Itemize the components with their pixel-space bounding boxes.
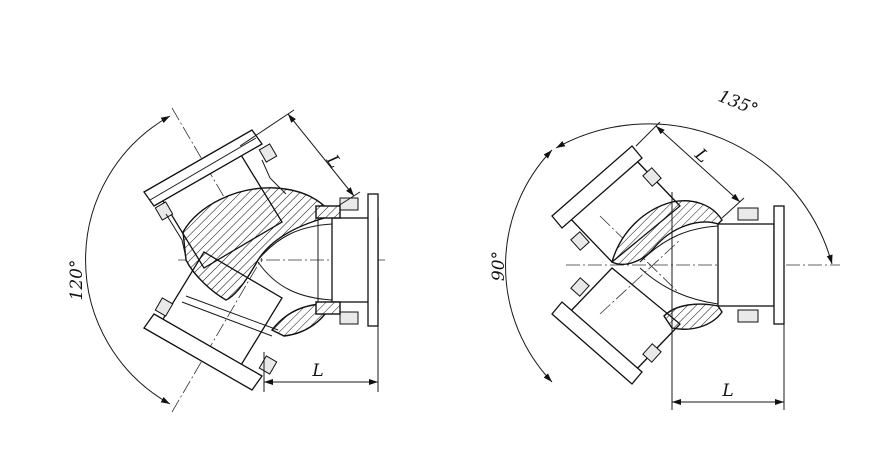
left-upper-flange-face xyxy=(149,137,257,201)
left-upper-neck xyxy=(165,213,187,259)
right-tee-drawing: 90° 135° L L xyxy=(489,86,840,410)
left-inner-bore-lower xyxy=(257,261,333,301)
left-outlet-flange xyxy=(367,193,379,327)
right-horiz-length-label: L xyxy=(721,381,733,401)
right-lower-flange-bolt-b xyxy=(642,343,662,363)
right-diag-extension-b xyxy=(721,197,745,219)
left-body-shell xyxy=(182,187,334,301)
right-body-shell xyxy=(611,200,723,266)
right-outlet-flange-bolt-top xyxy=(737,207,759,221)
left-upper-neck-2 xyxy=(261,159,287,195)
left-lower-flange xyxy=(143,313,263,391)
left-lower-pipe-line-b xyxy=(181,301,273,337)
left-diag-length-label: L xyxy=(321,151,344,173)
left-outlet-collar-top xyxy=(315,205,341,219)
right-outlet-flange-bolt-bottom xyxy=(737,309,759,323)
right-angle-label-135: 135° xyxy=(715,86,760,120)
left-upper-flange xyxy=(143,129,263,207)
left-diag-extension-a xyxy=(239,109,295,147)
right-angle-label-90: 90° xyxy=(489,251,509,281)
left-horiz-length-label: L xyxy=(311,361,323,381)
left-diag-extension-b xyxy=(337,191,361,207)
left-outlet-collar-bottom xyxy=(315,301,341,315)
left-outlet-flange-bolt-bottom xyxy=(339,311,359,325)
right-outlet-flange xyxy=(773,205,785,325)
right-lower-flange-bolt-a xyxy=(570,277,590,297)
left-diag-dimension-line xyxy=(287,113,355,197)
left-outlet-flange-bolt-top xyxy=(339,197,359,211)
left-lower-centerline xyxy=(171,257,263,413)
right-inner-bore-lower xyxy=(639,267,719,305)
left-lower-flange-bolt-b xyxy=(258,355,278,375)
right-body-shell-lower xyxy=(663,303,723,330)
left-angle-arc xyxy=(85,115,171,405)
right-angle-arc-90 xyxy=(505,149,553,383)
left-angle-label: 120° xyxy=(67,260,87,301)
left-upper-flange-bolt-b xyxy=(258,143,278,163)
right-lower-flange xyxy=(551,301,643,385)
left-tee-drawing: 120° L L xyxy=(67,107,385,413)
left-lower-pipe-line-a xyxy=(185,295,279,331)
right-diag-extension-a xyxy=(635,121,661,147)
left-inner-bore-upper xyxy=(257,223,333,261)
left-upper-centerline xyxy=(171,107,263,263)
right-upper-flange xyxy=(551,145,643,229)
right-diag-dimension-line xyxy=(655,125,741,203)
right-diag-length-label: L xyxy=(690,144,713,167)
left-upper-flange-bolt-a xyxy=(154,201,174,221)
left-lower-flange-bolt-a xyxy=(154,297,174,317)
right-outlet-pipe xyxy=(717,223,775,307)
